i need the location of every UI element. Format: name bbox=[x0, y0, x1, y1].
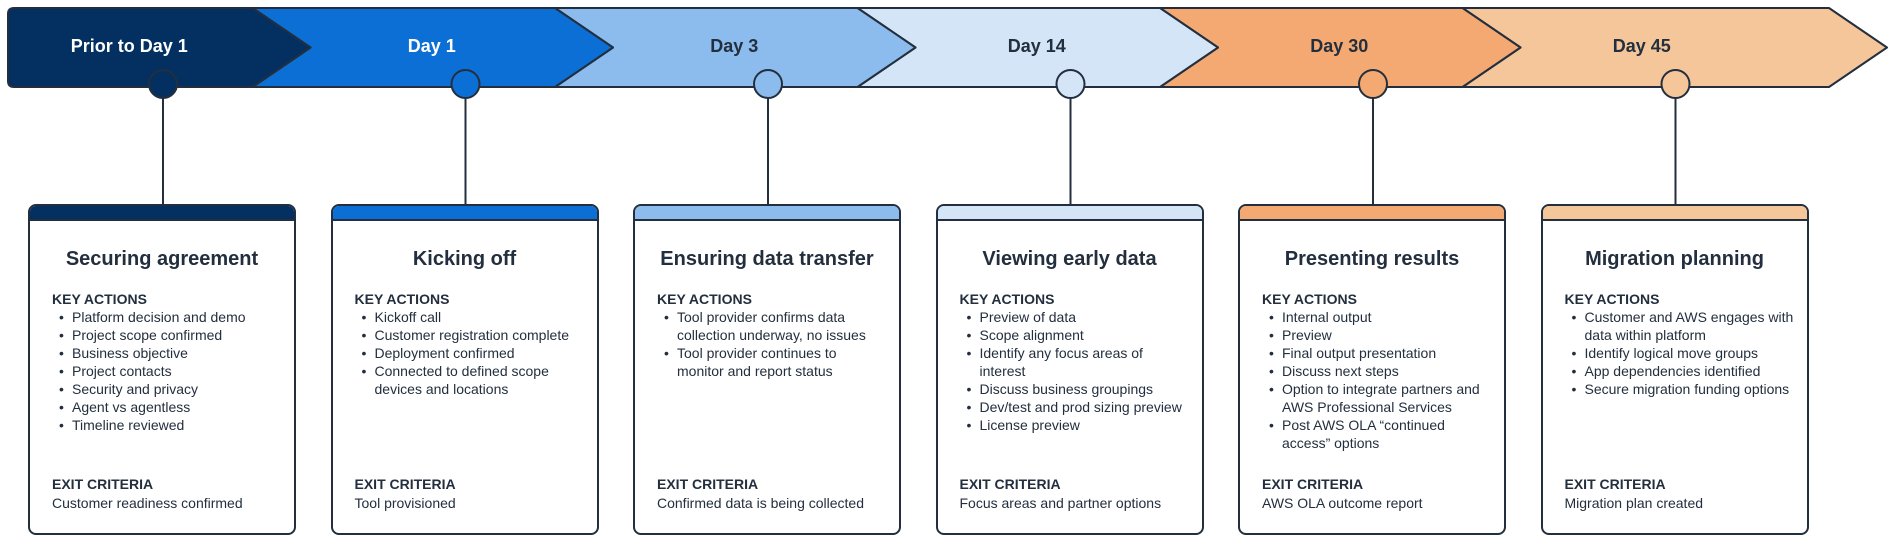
exit-criteria-block: EXIT CRITERIA Tool provisioned bbox=[355, 476, 587, 511]
exit-criteria-text: AWS OLA outcome report bbox=[1262, 495, 1423, 511]
milestone-marker-6 bbox=[1660, 69, 1691, 99]
card-color-bar bbox=[1542, 206, 1807, 221]
key-actions-list: Internal outputPreviewFinal output prese… bbox=[1240, 308, 1504, 452]
key-actions-heading: KEY ACTIONS bbox=[959, 291, 1055, 307]
exit-criteria-text: Focus areas and partner options bbox=[959, 495, 1162, 511]
key-actions-list: Kickoff callCustomer registration comple… bbox=[333, 308, 597, 398]
key-action-item: Business objective bbox=[52, 344, 282, 362]
stage-label: Day 14 bbox=[1007, 36, 1066, 56]
exit-criteria-heading: EXIT CRITERIA bbox=[959, 476, 1061, 492]
exit-criteria-text: Customer readiness confirmed bbox=[52, 495, 243, 511]
key-action-item: Customer and AWS engages with data withi… bbox=[1565, 308, 1795, 344]
key-action-item: Dev/test and prod sizing preview bbox=[960, 398, 1190, 416]
exit-criteria-heading: EXIT CRITERIA bbox=[1262, 476, 1364, 492]
key-actions-heading: KEY ACTIONS bbox=[1564, 291, 1660, 307]
stage-label: Day 30 bbox=[1310, 36, 1369, 56]
key-action-item: Tool provider continues to monitor and r… bbox=[657, 344, 887, 380]
key-actions-heading: KEY ACTIONS bbox=[1262, 291, 1357, 307]
stage-label: Day 1 bbox=[407, 36, 456, 56]
stage-label: Prior to Day 1 bbox=[70, 36, 188, 56]
key-actions-list: Preview of dataScope alignmentIdentify a… bbox=[938, 308, 1202, 434]
exit-criteria-block: EXIT CRITERIA Focus areas and partner opt… bbox=[960, 476, 1192, 511]
key-actions-heading: KEY ACTIONS bbox=[52, 291, 147, 307]
key-actions-heading: KEY ACTIONS bbox=[657, 291, 752, 307]
milestone-marker-4 bbox=[1055, 69, 1086, 99]
card-color-bar bbox=[30, 206, 294, 221]
key-action-item: Tool provider confirms data collection u… bbox=[657, 308, 887, 344]
exit-criteria-heading: EXIT CRITERIA bbox=[354, 476, 456, 492]
key-actions-heading: KEY ACTIONS bbox=[354, 291, 450, 307]
card-title: Ensuring data transfer bbox=[660, 248, 874, 270]
exit-criteria-heading: EXIT CRITERIA bbox=[1564, 476, 1666, 492]
card-title: Migration planning bbox=[1585, 248, 1764, 270]
key-action-item: Scope alignment bbox=[960, 326, 1190, 344]
exit-criteria-block: EXIT CRITERIA Customer readiness confirme… bbox=[52, 476, 284, 511]
milestone-marker-3 bbox=[753, 69, 783, 99]
milestone-marker-1 bbox=[148, 69, 178, 99]
exit-criteria-heading: EXIT CRITERIA bbox=[657, 476, 759, 492]
key-action-item: License preview bbox=[960, 416, 1190, 434]
key-action-item: Identify logical move groups bbox=[1565, 344, 1795, 362]
exit-criteria-block: EXIT CRITERIA Migration plan created bbox=[1565, 476, 1797, 511]
card-title: Viewing early data bbox=[982, 248, 1157, 270]
key-actions-list: Tool provider confirms data collection u… bbox=[635, 308, 899, 380]
exit-criteria-block: EXIT CRITERIA Confirmed data is being col… bbox=[657, 476, 889, 511]
exit-criteria-text: Confirmed data is being collected bbox=[657, 495, 865, 511]
key-action-item: Preview bbox=[1262, 326, 1492, 344]
key-action-item: Agent vs agentless bbox=[52, 398, 282, 416]
key-actions-list: Customer and AWS engages with data withi… bbox=[1543, 308, 1807, 398]
card-title: Presenting results bbox=[1284, 248, 1460, 270]
key-action-item: Deployment confirmed bbox=[355, 344, 585, 362]
card-title: Securing agreement bbox=[65, 248, 259, 270]
key-action-item: Connected to defined scope devices and l… bbox=[355, 362, 585, 398]
stage-label: Day 3 bbox=[710, 36, 759, 56]
card-color-bar bbox=[1240, 206, 1504, 221]
key-action-item: Kickoff call bbox=[355, 308, 585, 326]
key-action-item: Platform decision and demo bbox=[52, 308, 282, 326]
key-action-item: Project contacts bbox=[52, 362, 282, 380]
key-action-item: Timeline reviewed bbox=[52, 416, 282, 434]
key-action-item: Secure migration funding options bbox=[1565, 380, 1795, 398]
key-action-item: Security and privacy bbox=[52, 380, 282, 398]
key-action-item: Discuss business groupings bbox=[960, 380, 1190, 398]
key-action-item: Customer registration complete bbox=[355, 326, 585, 344]
key-actions-list: Platform decision and demoProject scope … bbox=[30, 308, 294, 434]
card-color-bar bbox=[937, 206, 1202, 221]
key-action-item: Internal output bbox=[1262, 308, 1492, 326]
key-action-item: Final output presentation bbox=[1262, 344, 1492, 362]
milestone-marker-2 bbox=[450, 69, 481, 99]
key-action-item: Post AWS OLA “continued access” options bbox=[1262, 416, 1492, 452]
stage-label: Day 45 bbox=[1612, 36, 1671, 56]
milestone-marker-5 bbox=[1358, 69, 1388, 99]
key-action-item: Identify any focus areas of interest bbox=[960, 344, 1190, 380]
timeline-chevron-1 bbox=[7, 7, 312, 88]
key-action-item: Preview of data bbox=[960, 308, 1190, 326]
key-action-item: Option to integrate partners and AWS Pro… bbox=[1262, 380, 1492, 416]
key-action-item: App dependencies identified bbox=[1565, 362, 1795, 380]
card-title: Kicking off bbox=[412, 248, 517, 270]
exit-criteria-text: Migration plan created bbox=[1564, 495, 1704, 511]
card-color-bar bbox=[332, 206, 597, 221]
card-color-bar bbox=[635, 206, 899, 221]
exit-criteria-block: EXIT CRITERIA AWS OLA outcome report bbox=[1262, 476, 1494, 511]
exit-criteria-heading: EXIT CRITERIA bbox=[52, 476, 154, 492]
key-action-item: Discuss next steps bbox=[1262, 362, 1492, 380]
key-action-item: Project scope confirmed bbox=[52, 326, 282, 344]
exit-criteria-text: Tool provisioned bbox=[354, 495, 456, 511]
